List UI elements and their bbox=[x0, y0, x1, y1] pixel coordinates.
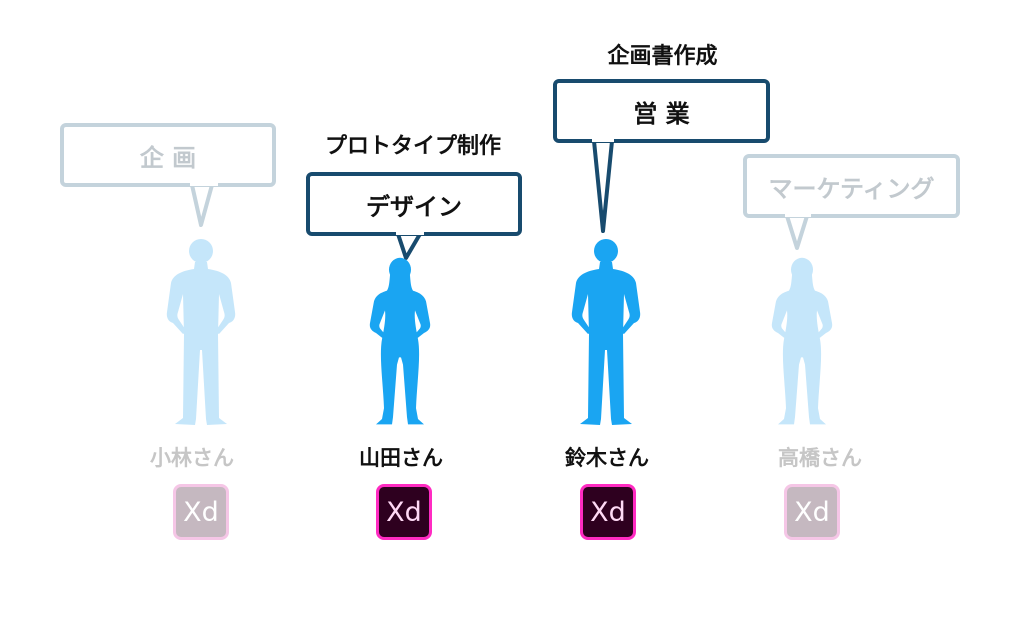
role-bubble-3: 営 業 bbox=[553, 79, 770, 143]
person-name: 高橋さん bbox=[778, 446, 862, 470]
person-name: 山田さん bbox=[359, 446, 443, 470]
adobe-xd-icon: Xd bbox=[580, 484, 636, 540]
male-person-icon bbox=[161, 238, 241, 428]
role-label: 営 業 bbox=[633, 99, 690, 128]
role-bubble-1: 企 画 bbox=[60, 123, 276, 187]
male-person-icon bbox=[566, 238, 646, 428]
role-bubble-4: マーケティング bbox=[743, 154, 960, 218]
adobe-xd-icon: Xd bbox=[173, 484, 229, 540]
bubble-tail bbox=[592, 139, 614, 233]
bubble-tail bbox=[396, 232, 424, 260]
person-name: 鈴木さん bbox=[565, 446, 649, 470]
adobe-xd-icon: Xd bbox=[784, 484, 840, 540]
task-caption: 企画書作成 bbox=[607, 44, 718, 69]
bubble-tail bbox=[785, 214, 811, 250]
bubble-tail bbox=[190, 183, 218, 227]
role-label: 企 画 bbox=[139, 143, 197, 172]
adobe-xd-icon: Xd bbox=[376, 484, 432, 540]
role-bubble-2: デザイン bbox=[306, 172, 522, 236]
task-caption: プロトタイプ制作 bbox=[324, 134, 501, 159]
person-name: 小林さん bbox=[150, 446, 234, 470]
role-label: デザイン bbox=[366, 192, 462, 221]
role-label: マーケティング bbox=[768, 174, 935, 203]
female-person-icon bbox=[360, 256, 440, 428]
female-person-icon bbox=[762, 256, 842, 428]
